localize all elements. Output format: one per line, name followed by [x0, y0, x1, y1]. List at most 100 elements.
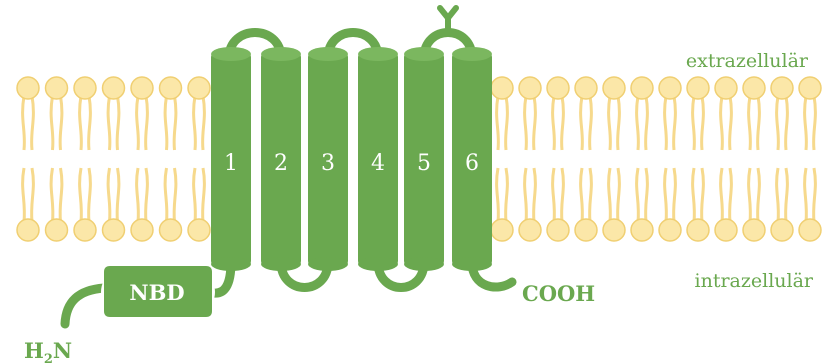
n-terminus-h: H: [24, 338, 44, 363]
lipid-head: [158, 218, 183, 242]
lipid-tail: [495, 95, 509, 151]
lipid-tail: [49, 167, 64, 223]
lower-leaflet: [16, 167, 822, 242]
upper-leaflet: [16, 76, 822, 151]
helix-number: 2: [274, 151, 288, 176]
lipid-tail: [691, 95, 705, 151]
lipid-tail: [803, 95, 817, 151]
helix-top-cap: [211, 47, 251, 61]
helix-bottom-cap: [452, 257, 492, 271]
lipid-tail: [192, 95, 206, 151]
helix-3: 3: [308, 47, 348, 271]
lipid-tail: [106, 167, 121, 223]
lipid-tail: [135, 95, 149, 151]
lipid-head: [742, 76, 766, 100]
lipid-head: [602, 218, 626, 242]
lipid-tail: [21, 167, 35, 223]
lipid-tail: [551, 95, 565, 151]
lipid-head: [546, 218, 570, 242]
lipid-tail: [663, 167, 677, 223]
lipid-bilayer: [16, 76, 822, 242]
cooh-label: COOH: [522, 281, 595, 306]
lipid-tail: [691, 167, 705, 223]
lipid-head: [16, 76, 40, 100]
lipid-tail: [607, 167, 621, 223]
helix-6: 6: [452, 47, 492, 271]
lipid-head: [658, 218, 682, 242]
lipid-head: [44, 218, 69, 242]
lipid-head: [770, 218, 794, 242]
helix-bottom-cap: [261, 257, 301, 271]
lipid-head: [490, 76, 514, 100]
lipid-head: [602, 76, 626, 100]
lipid-tail: [21, 95, 35, 151]
helix-bottom-cap: [308, 257, 348, 271]
intracellular-loop-4-5: [373, 257, 429, 292]
lipid-tail: [747, 95, 761, 151]
helix-top-cap: [404, 47, 444, 61]
intracellular-loop-2-3: [276, 257, 333, 292]
lipid-head: [187, 76, 211, 100]
lipid-head: [518, 218, 542, 242]
lipid-tail: [719, 167, 733, 223]
lipid-tail: [163, 167, 178, 223]
helix-number: 1: [224, 151, 238, 176]
lipid-head: [714, 76, 738, 100]
nbd-notch-right: [212, 280, 215, 304]
lipid-tail: [775, 95, 789, 151]
lipid-head: [101, 76, 126, 100]
lipid-head: [630, 218, 654, 242]
helix-5: 5: [404, 47, 444, 271]
lipid-head: [490, 218, 514, 242]
helix-top-cap: [452, 47, 492, 61]
helix-number: 5: [417, 151, 431, 176]
lipid-head: [158, 76, 183, 100]
lipid-tail: [495, 167, 509, 223]
lipid-tail: [747, 167, 761, 223]
lipid-head: [714, 218, 738, 242]
nbd-domain: NBD: [101, 266, 215, 317]
helix-bottom-cap: [404, 257, 444, 271]
n-terminus-n: N: [53, 338, 72, 363]
helix-4: 4: [358, 47, 398, 271]
lipid-head: [630, 76, 654, 100]
helix-body: [452, 52, 492, 266]
helix-top-cap: [358, 47, 398, 61]
lipid-tail: [719, 95, 733, 151]
lipid-tail: [635, 167, 649, 223]
lipid-tail: [775, 167, 789, 223]
lipid-head: [686, 218, 710, 242]
lipid-tail: [78, 95, 92, 151]
lipid-head: [73, 76, 97, 100]
lipid-head: [798, 76, 822, 100]
lipid-tail: [163, 95, 178, 151]
lipid-tail: [803, 167, 817, 223]
lipid-head: [73, 218, 97, 242]
lipid-tail: [579, 167, 593, 223]
helix-top-cap: [261, 47, 301, 61]
nbd-notch-left: [101, 280, 104, 304]
lipid-tail: [523, 95, 537, 151]
lipid-tail: [49, 95, 64, 151]
lipid-head: [187, 218, 211, 242]
lipid-tail: [523, 167, 537, 223]
n-terminus-subscript: 2: [44, 352, 53, 364]
helix-1: 1: [211, 47, 251, 271]
lipid-tail: [663, 95, 677, 151]
lipid-head: [742, 218, 766, 242]
helix-2: 2: [261, 47, 301, 271]
lipid-head: [101, 218, 126, 242]
lipid-tail: [607, 95, 621, 151]
lipid-head: [574, 76, 598, 100]
helix-body: [308, 52, 348, 266]
lipid-head: [518, 76, 542, 100]
helix-body: [261, 52, 301, 266]
helix-number: 3: [321, 151, 335, 176]
extracellular-label: extrazellulär: [686, 50, 809, 72]
lipid-head: [130, 218, 154, 242]
helix-number: 6: [465, 151, 479, 176]
lipid-head: [16, 218, 40, 242]
